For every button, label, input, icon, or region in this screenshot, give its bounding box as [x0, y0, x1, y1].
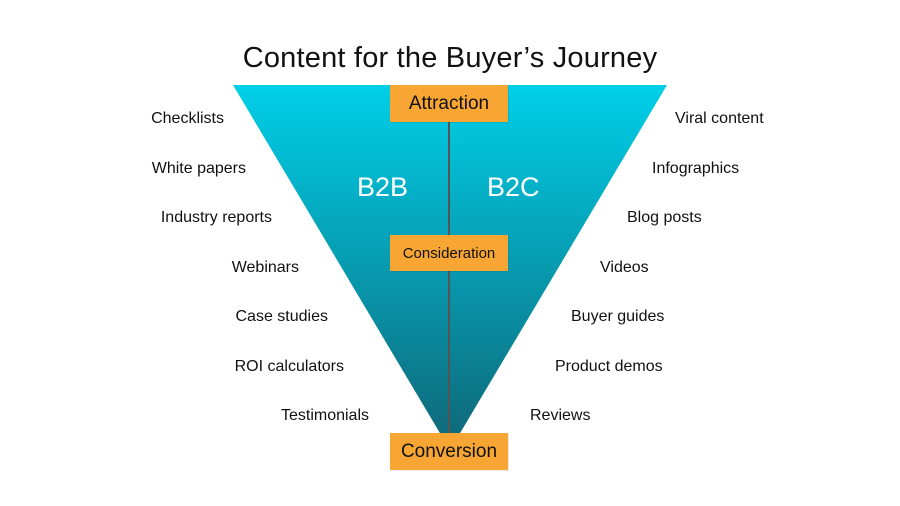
stage-consideration: Consideration [390, 235, 508, 271]
b2b-item-white-papers: White papers [151, 160, 246, 177]
b2c-item-buyer-guides: Buyer guides [571, 308, 665, 325]
b2b-item-webinars: Webinars [231, 259, 299, 276]
segment-b2b-label: B2B [357, 172, 409, 202]
b2b-item-industry-reports: Industry reports [160, 209, 272, 226]
stage-conversion: Conversion [390, 433, 508, 470]
diagram-title: Content for the Buyer’s Journey [242, 42, 658, 74]
b2c-item-viral-content: Viral content [675, 110, 764, 127]
stage-attraction: Attraction [390, 85, 508, 122]
b2b-item-case-studies: Case studies [235, 308, 329, 325]
b2c-item-infographics: Infographics [652, 160, 740, 177]
b2c-item-videos: Videos [600, 259, 649, 276]
b2b-item-testimonials: Testimonials [280, 407, 369, 424]
b2c-item-product-demos: Product demos [555, 358, 663, 375]
b2c-item-reviews: Reviews [530, 407, 591, 424]
b2b-item-roi-calculators: ROI calculators [234, 358, 344, 375]
b2c-item-blog-posts: Blog posts [627, 209, 702, 226]
segment-b2c-label: B2C [487, 172, 540, 202]
b2b-item-checklists: Checklists [151, 110, 224, 127]
